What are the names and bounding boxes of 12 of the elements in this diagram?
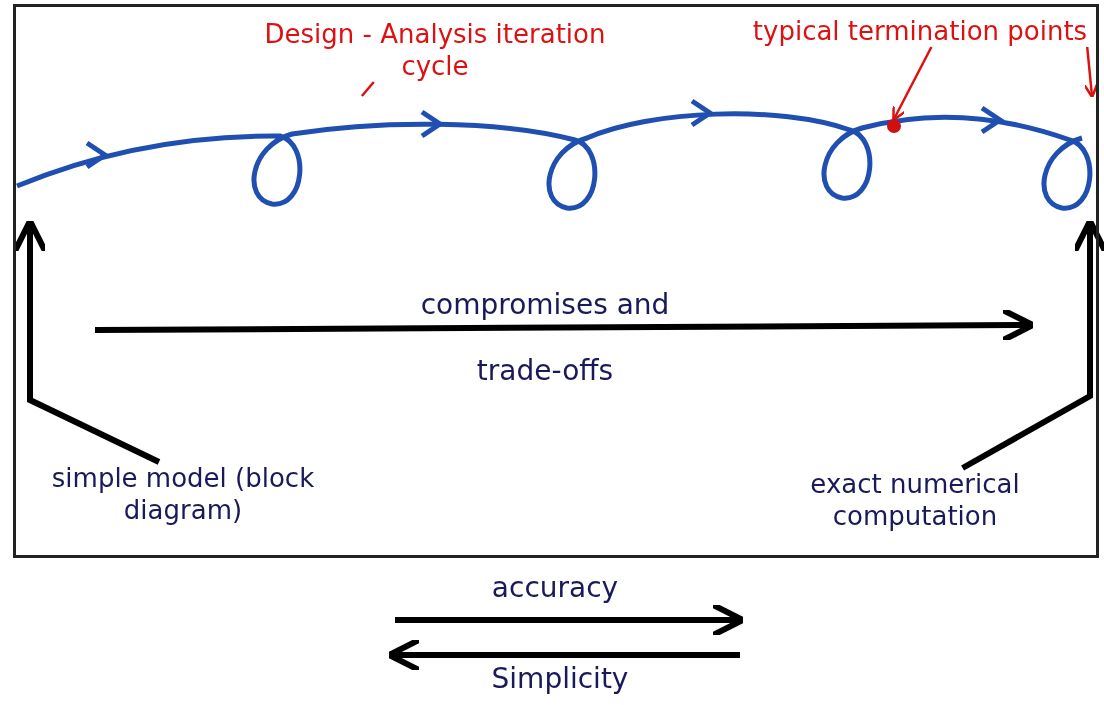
cycle-label: Design - Analysis iteration cycle bbox=[255, 18, 615, 82]
arrow bbox=[892, 46, 933, 122]
leader-line bbox=[360, 81, 375, 97]
text-label: Simplicity bbox=[490, 663, 630, 695]
arrow bbox=[961, 218, 1104, 471]
text-label: accuracy bbox=[490, 572, 620, 604]
model-label: simple model (block diagram) bbox=[33, 462, 333, 526]
computation-label: exact numerical computation bbox=[745, 468, 1085, 532]
termination-label: typical termination points bbox=[730, 15, 1104, 47]
text-label: compromises and trade-offs bbox=[419, 287, 671, 389]
termination-dot bbox=[887, 119, 901, 133]
arrow bbox=[1083, 46, 1099, 99]
